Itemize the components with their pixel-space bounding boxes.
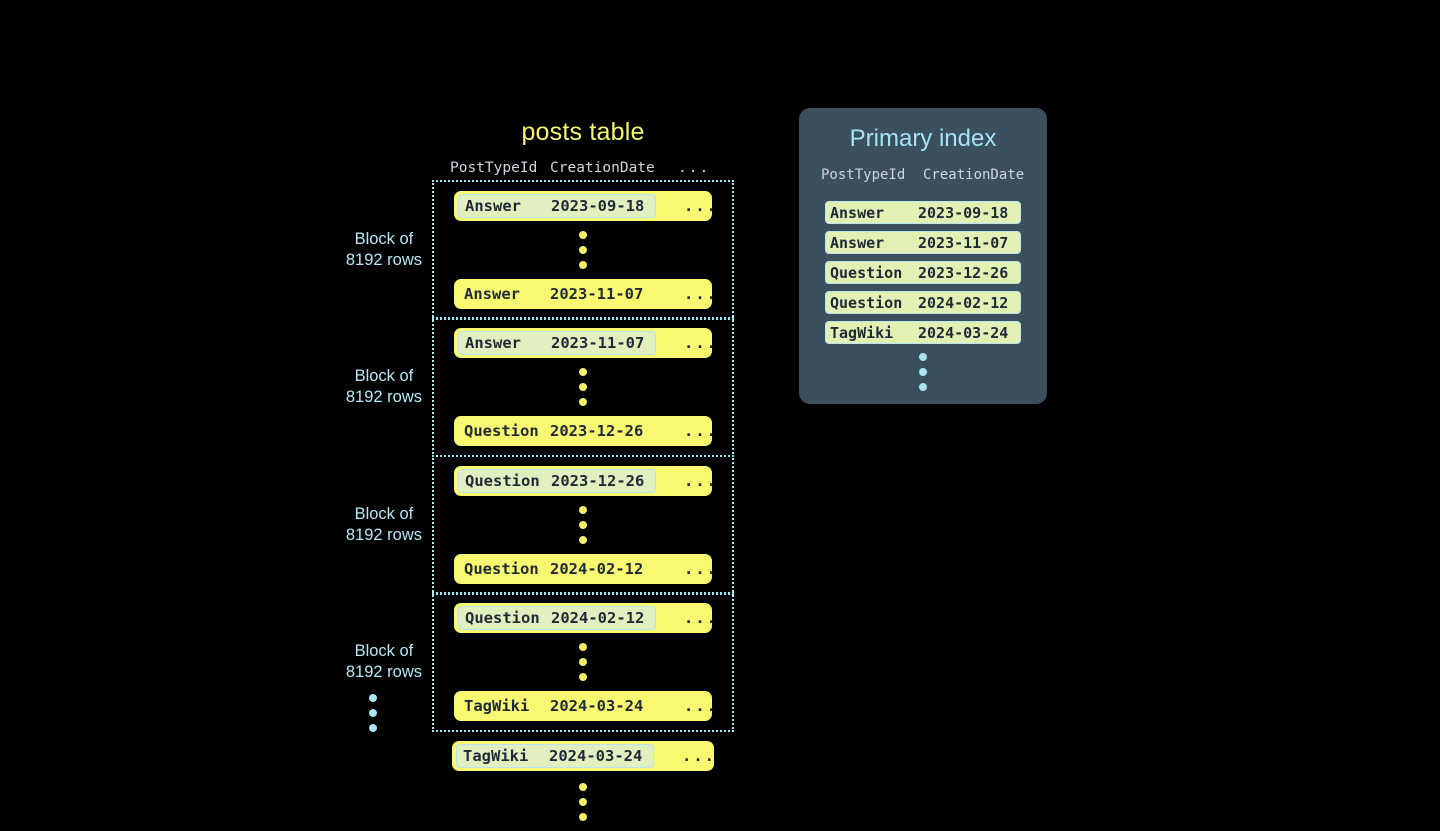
cell-creationdate: 2024-03-24 — [549, 747, 643, 765]
block-label: Block of 8192 rows — [346, 641, 422, 683]
cell-more: ... — [684, 334, 718, 352]
column-header-posttypeid: PostTypeId — [821, 167, 906, 183]
cell-more: ... — [684, 697, 718, 715]
vertical-ellipsis-icon — [434, 358, 732, 416]
block-label-line2: 8192 rows — [345, 250, 422, 269]
row-key-highlight: Answer 2023-09-18 — [458, 193, 656, 218]
cell-creationdate: 2024-02-12 — [550, 559, 644, 578]
posts-table-column-headers: PostTypeId CreationDate ... — [432, 160, 734, 182]
primary-index-column-headers: PostTypeId CreationDate — [799, 167, 1047, 189]
cell-more: ... — [684, 422, 718, 440]
row-key-highlight: Question 2024-02-12 — [458, 606, 656, 630]
vertical-ellipsis-icon — [825, 351, 1021, 401]
cell-posttypeid: Question — [830, 293, 903, 312]
index-row: Answer 2023-09-18 — [825, 201, 1021, 224]
cell-creationdate: 2023-12-26 — [551, 471, 645, 490]
block-label: Block of 8192 rows — [346, 504, 422, 546]
column-header-more: ... — [678, 160, 711, 176]
cell-posttypeid: Question — [465, 609, 540, 627]
table-row: Question 2024-02-12 ... — [454, 553, 716, 584]
index-row: Question 2023-12-26 — [825, 261, 1021, 284]
column-header-creationdate: CreationDate — [550, 160, 655, 176]
table-row: Question 2023-12-26 ... — [454, 465, 716, 496]
block-label-line2: 8192 rows — [345, 663, 422, 681]
cell-posttypeid: Question — [464, 559, 539, 578]
cell-posttypeid: Question — [465, 471, 540, 490]
table-row: Answer 2023-09-18 ... — [454, 190, 716, 221]
cell-posttypeid: Answer — [465, 196, 521, 215]
cell-more: ... — [684, 196, 718, 215]
index-row: Question 2024-02-12 — [825, 291, 1021, 314]
cell-creationdate: 2023-09-18 — [551, 196, 645, 215]
primary-index-rows: Answer 2023-09-18 Answer 2023-11-07 Ques… — [825, 201, 1021, 401]
vertical-ellipsis-icon — [432, 773, 734, 831]
column-header-creationdate: CreationDate — [923, 167, 1025, 183]
table-row: Answer 2023-11-07 ... — [454, 328, 716, 358]
row-key-highlight: Answer 2023-11-07 — [458, 331, 656, 355]
cell-creationdate: 2023-11-07 — [550, 284, 644, 303]
block-label: Block of 8192 rows — [346, 366, 422, 408]
cell-posttypeid: Question — [830, 263, 903, 282]
primary-index-title: Primary index — [849, 125, 997, 152]
row-content: TagWiki 2024-03-24 — [458, 694, 654, 718]
cell-creationdate: 2023-12-26 — [918, 263, 1009, 282]
vertical-ellipsis-icon — [434, 633, 732, 691]
cell-posttypeid: Answer — [464, 284, 520, 303]
table-row: TagWiki 2024-03-24 ... — [452, 741, 714, 771]
block-label-line2: 8192 rows — [345, 388, 422, 406]
table-row: Question 2024-02-12 ... — [454, 603, 716, 633]
cell-more: ... — [684, 559, 718, 578]
index-row: TagWiki 2024-03-24 — [825, 321, 1021, 344]
cell-more: ... — [684, 284, 718, 303]
block-of-rows: Block of 8192 rows Question 2023-12-26 .… — [346, 454, 734, 595]
block-of-rows: Block of 8192 rows Question 2024-02-12 .… — [346, 592, 734, 732]
cell-posttypeid: Answer — [830, 203, 885, 222]
cell-creationdate: 2023-11-07 — [551, 334, 645, 352]
cell-creationdate: 2024-03-24 — [550, 697, 644, 715]
blocks-continuation-ellipsis-icon — [369, 684, 377, 742]
posts-table-title: posts table — [521, 118, 645, 146]
cell-creationdate: 2024-02-12 — [551, 609, 645, 627]
vertical-ellipsis-icon — [434, 496, 732, 554]
cell-posttypeid: Question — [464, 422, 539, 440]
block-label: Block of 8192 rows — [346, 229, 422, 271]
row-key-highlight: TagWiki 2024-03-24 — [456, 744, 654, 768]
table-row: Question 2023-12-26 ... — [454, 416, 716, 446]
block-of-rows: Block of 8192 rows Answer 2023-09-18 ...… — [346, 179, 734, 320]
posts-table: posts table PostTypeId CreationDate ... … — [346, 118, 734, 831]
row-content: Answer 2023-11-07 — [458, 282, 654, 306]
cell-more: ... — [684, 471, 718, 490]
cell-creationdate: 2024-02-12 — [918, 293, 1009, 312]
block-label-line1: Block of — [354, 229, 414, 248]
cell-creationdate: 2023-09-18 — [918, 203, 1009, 222]
row-content: Question 2023-12-26 — [458, 419, 654, 443]
cell-posttypeid: TagWiki — [830, 323, 894, 342]
cell-creationdate: 2023-11-07 — [918, 233, 1009, 252]
block-label-line2: 8192 rows — [345, 525, 422, 544]
block-label-line1: Block of — [354, 367, 414, 385]
primary-index-panel: Primary index PostTypeId CreationDate An… — [799, 108, 1047, 404]
block-of-rows: Block of 8192 rows Answer 2023-11-07 ...… — [346, 317, 734, 457]
row-content: Question 2024-02-12 — [458, 557, 654, 581]
vertical-ellipsis-icon — [434, 221, 732, 279]
cell-creationdate: 2024-03-24 — [918, 323, 1009, 342]
block-label-line1: Block of — [354, 504, 414, 523]
block-label-line1: Block of — [354, 642, 414, 660]
column-header-posttypeid: PostTypeId — [450, 160, 538, 176]
cell-posttypeid: TagWiki — [463, 747, 529, 765]
index-row: Answer 2023-11-07 — [825, 231, 1021, 254]
cell-more: ... — [682, 747, 716, 765]
cell-posttypeid: Answer — [465, 334, 521, 352]
cell-more: ... — [684, 609, 718, 627]
table-row: Answer 2023-11-07 ... — [454, 278, 716, 309]
table-row: TagWiki 2024-03-24 ... — [454, 691, 716, 721]
row-key-highlight: Question 2023-12-26 — [458, 468, 656, 493]
cell-creationdate: 2023-12-26 — [550, 422, 644, 440]
cell-posttypeid: Answer — [830, 233, 885, 252]
cell-posttypeid: TagWiki — [464, 697, 530, 715]
